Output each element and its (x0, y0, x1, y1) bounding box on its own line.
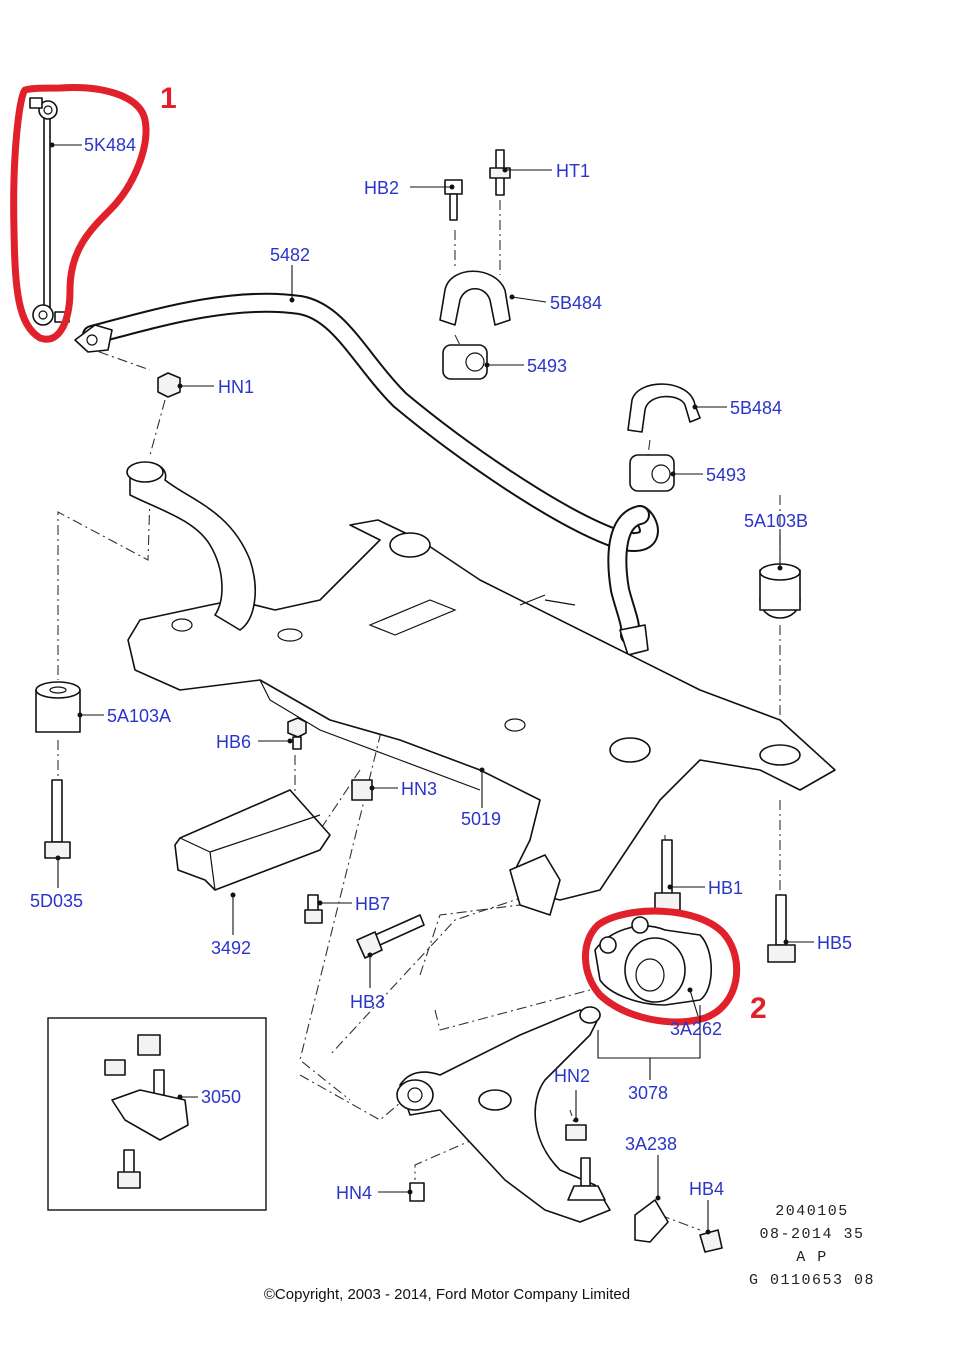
label-3492: 3492 (211, 938, 251, 958)
reference-line-3: A P (796, 1249, 828, 1266)
label-5482: 5482 (270, 245, 310, 265)
label-5K484: 5K484 (84, 135, 136, 155)
label-5A103B: 5A103B (744, 511, 808, 531)
label-3A238: 3A238 (625, 1134, 677, 1154)
subframe-5019 (126, 461, 836, 916)
label-HT1: HT1 (556, 161, 590, 181)
label-HB1: HB1 (708, 878, 743, 898)
label-5493-upper: 5493 (527, 356, 567, 376)
label-5A103A: 5A103A (107, 706, 171, 726)
label-5019: 5019 (461, 809, 501, 829)
label-HB3: HB3 (350, 992, 385, 1012)
fasteners-top (157, 149, 511, 398)
label-5493-lower: 5493 (706, 465, 746, 485)
reference-line-4: G 0110653 08 (749, 1272, 875, 1289)
label-5B484-upper: 5B484 (550, 293, 602, 313)
label-3050: 3050 (201, 1087, 241, 1107)
shield-3492 (174, 789, 331, 891)
part-labels: 5K484 5482 HB2 HT1 5B484 5493 HN1 5B484 … (30, 135, 852, 1203)
label-leaders (49, 142, 814, 1235)
callout-2: 2 (750, 992, 767, 1025)
label-5B484-lower: 5B484 (730, 398, 782, 418)
label-HN1: HN1 (218, 377, 254, 397)
label-HB2: HB2 (364, 178, 399, 198)
clamp-bushings (35, 270, 801, 859)
reference-line-1: 2040105 (775, 1203, 849, 1220)
label-HN4: HN4 (336, 1183, 372, 1203)
label-HB4: HB4 (689, 1179, 724, 1199)
fasteners-middle (287, 717, 796, 963)
copyright-notice: ©Copyright, 2003 - 2014, Ford Motor Comp… (264, 1286, 630, 1303)
reference-block: 2040105 08-2014 35 A P G 0110653 08 (749, 1203, 875, 1289)
highlight-circle-2 (582, 907, 741, 1026)
label-3078: 3078 (628, 1083, 668, 1103)
highlight-circle-1 (10, 84, 150, 343)
label-HB5: HB5 (817, 933, 852, 953)
label-HB7: HB7 (355, 894, 390, 914)
callout-1: 1 (160, 82, 177, 115)
label-5D035: 5D035 (30, 891, 83, 911)
reference-line-2: 08-2014 35 (759, 1226, 864, 1243)
label-HB6: HB6 (216, 732, 251, 752)
label-3A262: 3A262 (670, 1019, 722, 1039)
highlight-markings: 1 2 (10, 82, 767, 1026)
stabilizer-link-5K484 (29, 97, 70, 326)
stabilizer-bar-5482 (74, 292, 659, 656)
control-arm-3078 (396, 916, 712, 1223)
label-HN2: HN2 (554, 1066, 590, 1086)
inset-ball-joint-3050 (47, 1017, 267, 1211)
label-HN3: HN3 (401, 779, 437, 799)
fasteners-lower (409, 1124, 723, 1253)
